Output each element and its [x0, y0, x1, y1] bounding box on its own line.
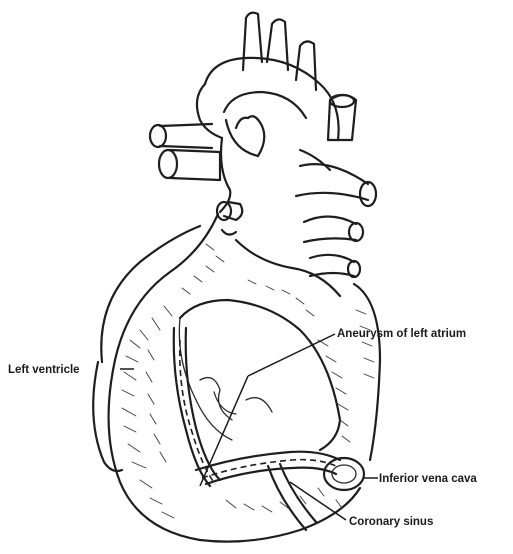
- ivc-ring: [324, 458, 364, 490]
- label-ivc: Inferior vena cava: [379, 473, 477, 485]
- pulmonary-vessels: [150, 116, 264, 234]
- label-aneurysm: Aneurysm of left atrium: [337, 328, 466, 340]
- label-left-ventricle: Left ventricle: [8, 364, 80, 376]
- label-coronary-sinus: Coronary sinus: [349, 516, 433, 528]
- leader-aneurysm: [248, 334, 335, 376]
- hatching: [122, 244, 374, 518]
- right-pulmonary-veins: [296, 164, 376, 277]
- leader-aneurysm-lower: [200, 376, 248, 486]
- great-vessels: [197, 13, 356, 140]
- atrium-aneurysm: [179, 300, 340, 450]
